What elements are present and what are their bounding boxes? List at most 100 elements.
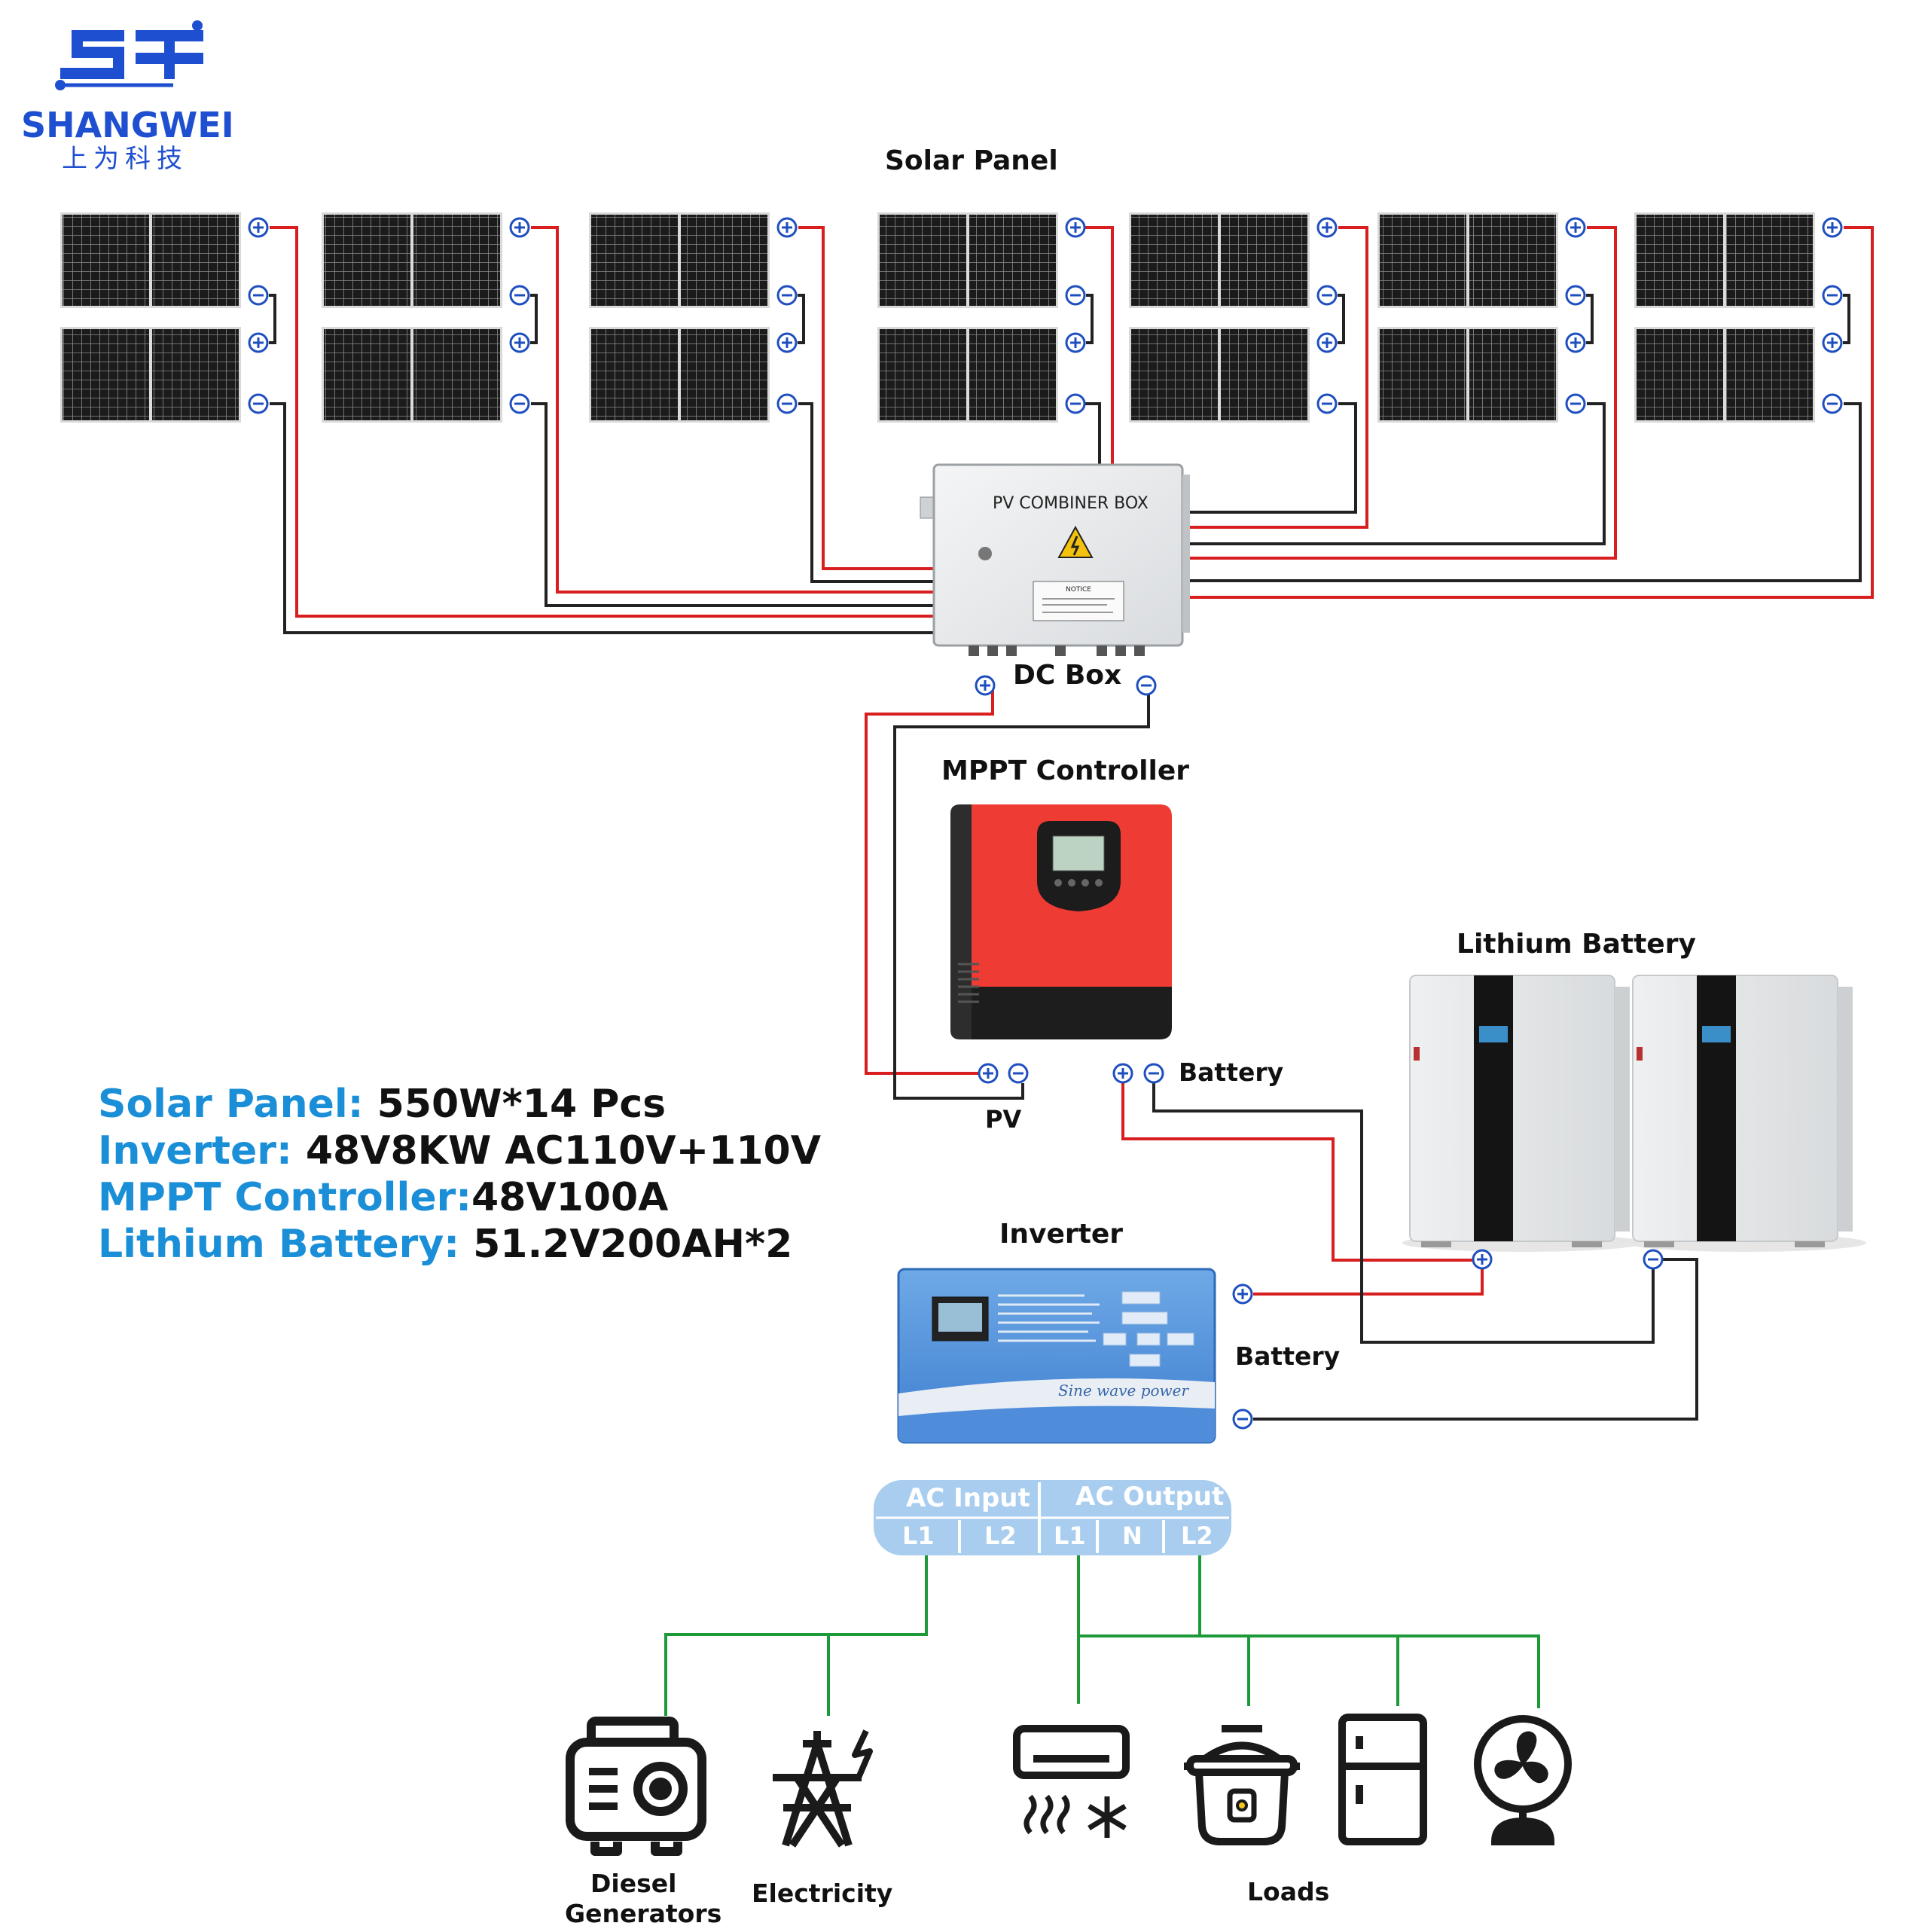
positive-wires (270, 226, 1874, 1296)
negative-terminal-icon (1822, 393, 1843, 414)
negative-terminal-icon (509, 393, 530, 414)
negative-wires (269, 294, 1862, 1421)
battery-display (1702, 1026, 1731, 1042)
negative-terminal-icon (248, 285, 269, 306)
negative-terminal-icon (776, 393, 798, 414)
spec-key: Solar Panel: (98, 1082, 364, 1127)
positive-terminal-icon (978, 1063, 999, 1084)
positive-terminal-icon (1232, 1283, 1253, 1305)
cable-gland (1134, 646, 1145, 656)
panel-string-positive (1182, 226, 1874, 599)
notice-sticker (1033, 581, 1124, 621)
spec-battery: Lithium Battery: 51.2V200AH*2 (98, 1221, 792, 1268)
dc-positive-wire (865, 685, 994, 1075)
panel-string-positive (1182, 226, 1368, 529)
inverter-flow-chart (1103, 1291, 1194, 1367)
ac-input-wire (664, 1553, 928, 1716)
ac-output-l1: L1 (1054, 1521, 1086, 1550)
solar-panel (60, 327, 241, 423)
panel-string-negative (798, 402, 934, 583)
power-tower-icon (773, 1729, 873, 1848)
cable-glands (969, 646, 1145, 656)
positive-terminal-icon (248, 332, 269, 353)
cable-gland (1006, 646, 1017, 656)
series-jumper (530, 294, 538, 344)
solar-panel (1377, 327, 1558, 423)
negative-terminal-icon (776, 285, 798, 306)
negative-terminal-icon (1065, 393, 1086, 414)
battery-module (1402, 975, 1643, 1252)
generator-icon (566, 1717, 706, 1856)
positive-terminal-icon (509, 332, 530, 353)
solar-panel (1634, 212, 1815, 308)
ac-wires (664, 1553, 1540, 1716)
ac-terminal-bar: AC Input AC Output L1 L2 L1 N L2 (874, 1480, 1231, 1555)
solar-panel (60, 212, 241, 308)
solar-panel-title: Solar Panel (885, 145, 1058, 176)
inverter-battery-label: Battery (1235, 1341, 1340, 1371)
ac-output-n: N (1122, 1521, 1142, 1550)
solar-panel (1129, 327, 1310, 423)
loads-label: Loads (1247, 1877, 1329, 1906)
negative-terminal-icon (1136, 675, 1157, 696)
mppt-buttons (1054, 879, 1103, 887)
solar-panel (322, 212, 502, 308)
solar-panel (1634, 327, 1815, 423)
ac-input-l2: L2 (984, 1521, 1017, 1550)
spec-value: 550W*14 Pcs (363, 1082, 667, 1127)
lithium-title: Lithium Battery (1457, 929, 1696, 960)
spec-value: 48V100A (471, 1175, 669, 1220)
brand-name-cn: 上为科技 (62, 144, 188, 174)
series-jumper (1338, 294, 1345, 344)
ac-input-l1: L1 (902, 1521, 935, 1550)
positive-terminal-icon (776, 332, 798, 353)
generator-label-line1: Diesel (590, 1869, 676, 1898)
series-jumper (798, 294, 805, 344)
mppt-lcd-screen (1052, 835, 1105, 871)
mppt-controller (950, 804, 1172, 1039)
battery-negative-wire (1152, 1083, 1655, 1344)
lithium-battery-pack (1402, 975, 1866, 1252)
fan-icon (1474, 1715, 1572, 1845)
positive-terminal-icon (509, 217, 530, 238)
ac-output-label: AC Output (1075, 1482, 1224, 1512)
series-jumper (269, 294, 276, 344)
solar-panel (1129, 212, 1310, 308)
cable-gland (1055, 646, 1066, 656)
positive-terminal-icon (1565, 332, 1586, 353)
positive-terminal-icon (1065, 217, 1086, 238)
solar-panel (322, 327, 502, 423)
spec-inverter: Inverter: 48V8KW AC110V+110V (98, 1128, 821, 1174)
inverter-positive-wire (1253, 1265, 1484, 1296)
mppt-pv-label: PV (985, 1105, 1021, 1134)
dc-negative-wire (893, 687, 1150, 1100)
air-conditioner-icon (1013, 1725, 1130, 1838)
mppt-battery-label: Battery (1179, 1058, 1283, 1087)
spec-value: 48V8KW AC110V+110V (291, 1128, 821, 1174)
panel-string-negative (1182, 402, 1606, 545)
positive-terminal-icon (1065, 332, 1086, 353)
dc-box-title: DC Box (1013, 660, 1121, 691)
negative-terminal-icon (1143, 1063, 1164, 1084)
positive-terminal-icon (1565, 217, 1586, 238)
positive-terminal-icon (1822, 217, 1843, 238)
panel-string-negative (531, 402, 934, 607)
negative-terminal-icon (1008, 1063, 1029, 1084)
solar-panel (1377, 212, 1558, 308)
battery-module (1625, 975, 1866, 1252)
pv-combiner-box: PV COMBINER BOX NOTICE (920, 463, 1190, 656)
ac-input-label: AC Input (906, 1483, 1030, 1513)
cable-gland (969, 646, 979, 656)
inverter-negative-wire (1253, 1258, 1698, 1421)
series-jumper (1843, 294, 1850, 344)
solar-panel (589, 327, 770, 423)
brand-name: SHANGWEI (21, 105, 234, 145)
solar-panel-array (60, 212, 1815, 423)
cable-gland (1115, 646, 1126, 656)
rice-cooker-icon (1184, 1725, 1300, 1845)
negative-terminal-icon (1316, 393, 1338, 414)
panel-string-positive (270, 226, 934, 618)
inverter-title: Inverter (999, 1219, 1123, 1250)
panel-string-positive (1182, 226, 1617, 560)
combiner-label: PV COMBINER BOX (993, 494, 1149, 513)
